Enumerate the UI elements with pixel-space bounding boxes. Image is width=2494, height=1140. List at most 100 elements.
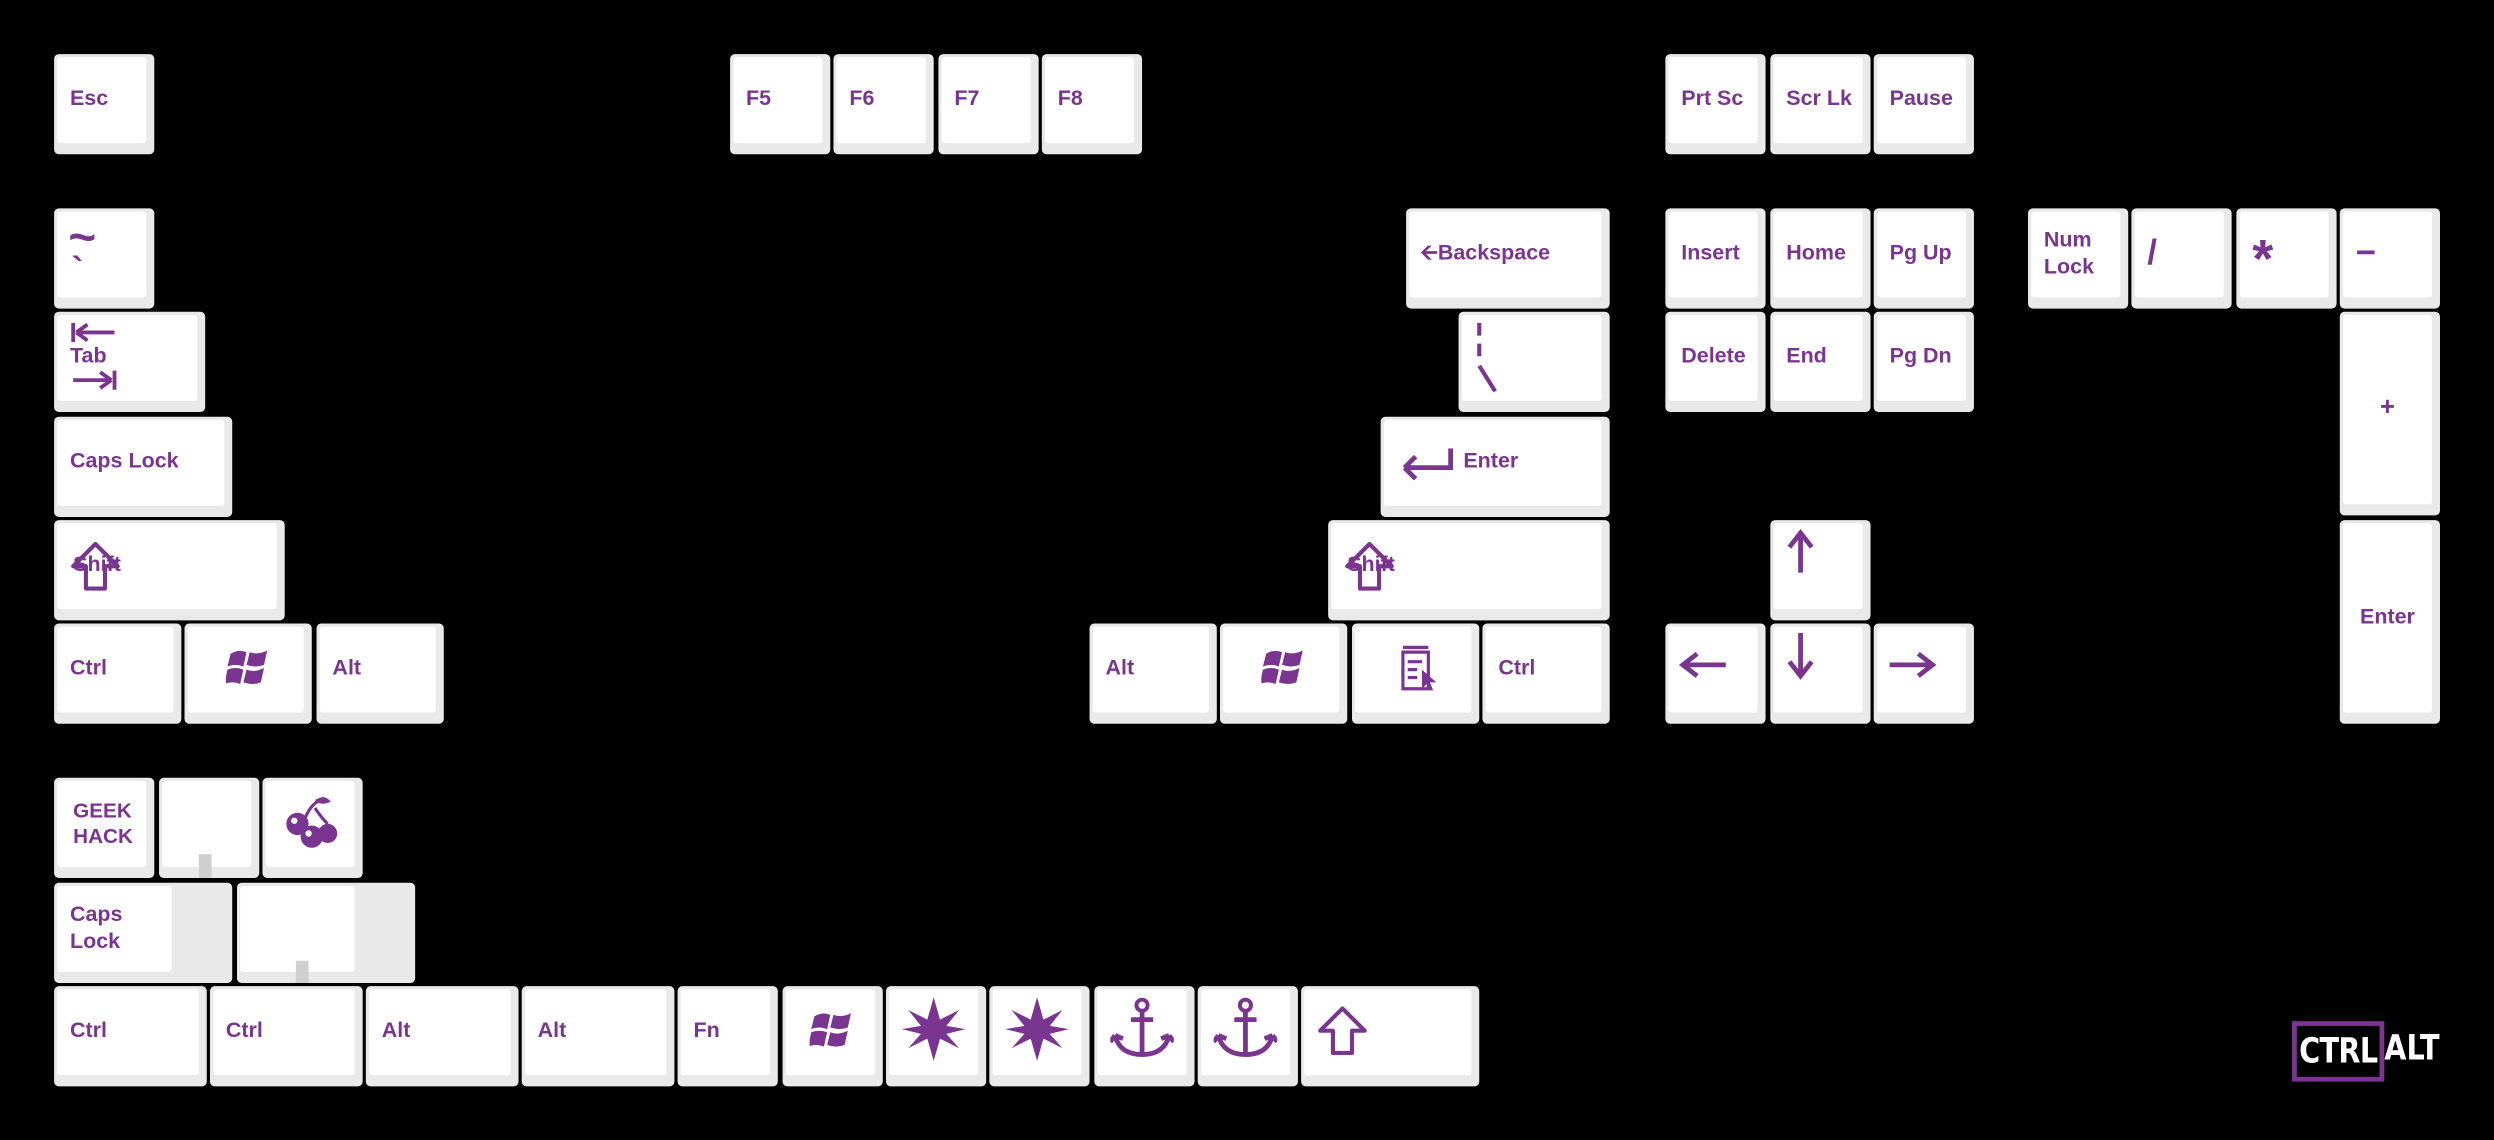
key-alt-left[interactable]: Alt <box>316 623 444 724</box>
key-win-right[interactable] <box>1219 623 1348 724</box>
key-num-slash-label: / <box>2147 232 2158 273</box>
key-win-left[interactable] <box>184 623 312 724</box>
arrow-up-icon <box>1787 528 1814 573</box>
key-mod-win[interactable] <box>782 986 883 1087</box>
key-tab[interactable]: Tab <box>54 311 206 412</box>
key-num-asterisk[interactable]: * <box>2236 208 2337 309</box>
key-num-plus[interactable]: + <box>2339 311 2440 516</box>
key-end[interactable]: End <box>1770 311 1871 412</box>
cherry-icon <box>286 796 338 848</box>
key-f6[interactable]: F6 <box>833 54 934 155</box>
keycap-stem <box>198 854 212 879</box>
key-mod-alt-2-label: Alt <box>537 1018 567 1043</box>
key-num-slash[interactable]: / <box>2131 208 2232 309</box>
key-tilde[interactable]: ~ ` <box>54 208 155 309</box>
key-f5-label: F5 <box>745 86 772 111</box>
windows-logo-icon <box>225 650 268 684</box>
compass-star-icon <box>1005 997 1069 1061</box>
key-mod-alt-1[interactable]: Alt <box>365 986 519 1087</box>
key-cherry[interactable] <box>262 777 363 879</box>
windows-logo-icon <box>1261 650 1303 684</box>
key-blank-stepped-wide[interactable] <box>236 882 416 983</box>
logo-ctrl-text: CTRL <box>2298 1031 2378 1072</box>
key-insert[interactable]: Insert <box>1665 208 1766 309</box>
key-num-plus-label: + <box>2380 395 2395 423</box>
key-num-minus-label: − <box>2355 232 2377 273</box>
key-arrow-down[interactable] <box>1770 623 1871 724</box>
key-ctrl-left-label: Ctrl <box>69 655 107 680</box>
key-pause[interactable]: Pause <box>1873 54 1974 155</box>
backspace-arrow-icon: 🡨 <box>1420 240 1438 265</box>
key-f8-label: F8 <box>1057 86 1083 111</box>
key-esc-label: Esc <box>69 86 109 111</box>
key-delete[interactable]: Delete <box>1665 311 1766 412</box>
key-mod-ctrl-1[interactable]: Ctrl <box>54 986 207 1087</box>
key-enter-label: Enter <box>1463 449 1519 474</box>
key-mod-shift[interactable] <box>1301 986 1480 1087</box>
key-mod-alt-1-label: Alt <box>381 1018 411 1043</box>
anchor-icon <box>1110 997 1174 1057</box>
key-backslash[interactable] <box>1458 311 1610 412</box>
key-numlock[interactable]: Num Lock <box>2028 208 2129 309</box>
key-caps-lock-stepped-label: Caps Lock <box>69 902 123 952</box>
key-tilde-top: ~ <box>68 211 97 265</box>
key-prtsc[interactable]: Prt Sc <box>1665 54 1766 155</box>
arrow-right-icon <box>1889 651 1937 678</box>
key-star-2[interactable] <box>989 986 1090 1087</box>
key-anchor-1[interactable] <box>1094 986 1195 1087</box>
shift-arrow-icon <box>1345 541 1394 590</box>
key-scrlk[interactable]: Scr Lk <box>1770 54 1871 155</box>
key-enter[interactable]: Enter <box>1380 416 1610 517</box>
key-shift-right[interactable]: Shift <box>1328 520 1610 621</box>
key-esc[interactable]: Esc <box>54 54 155 155</box>
key-geekhack[interactable]: GEEK HACK <box>54 777 155 879</box>
key-pgup-label: Pg Up <box>1889 240 1952 265</box>
key-shift-left[interactable]: Shift <box>54 520 285 621</box>
key-arrow-right[interactable] <box>1873 623 1974 724</box>
key-menu[interactable] <box>1352 623 1480 724</box>
key-mod-alt-2[interactable]: Alt <box>521 986 675 1087</box>
key-insert-label: Insert <box>1681 240 1740 265</box>
logo-alt-text: ALT <box>2384 1029 2440 1069</box>
key-f5[interactable]: F5 <box>730 54 831 155</box>
shift-arrow-icon <box>71 541 120 590</box>
key-home[interactable]: Home <box>1770 208 1871 309</box>
key-mod-ctrl-1-label: Ctrl <box>69 1018 107 1043</box>
key-scrlk-label: Scr Lk <box>1786 86 1852 111</box>
key-f7[interactable]: F7 <box>938 54 1039 155</box>
key-f8[interactable]: F8 <box>1041 54 1143 155</box>
key-prtsc-label: Prt Sc <box>1681 86 1744 111</box>
key-alt-right[interactable]: Alt <box>1089 623 1217 724</box>
key-arrow-left[interactable] <box>1665 623 1766 724</box>
enter-arrow-icon <box>1402 447 1454 480</box>
key-num-minus[interactable]: − <box>2339 208 2440 309</box>
windows-logo-icon <box>809 1013 851 1047</box>
key-fn-label: Fn <box>693 1018 720 1043</box>
key-numlock-label: Num Lock <box>2043 227 2095 278</box>
tab-right-arrow-icon <box>73 370 117 390</box>
key-num-enter-label: Enter <box>2360 604 2415 629</box>
pipe-backslash-icon <box>1477 322 1497 393</box>
key-anchor-2[interactable] <box>1197 986 1298 1087</box>
key-num-enter[interactable]: Enter <box>2339 520 2440 724</box>
key-ctrl-right[interactable]: Ctrl <box>1482 623 1610 724</box>
key-caps-lock[interactable]: Caps Lock <box>54 416 233 517</box>
key-pgdn[interactable]: Pg Dn <box>1873 311 1974 412</box>
tab-left-arrow-icon <box>71 322 115 342</box>
compass-star-icon <box>901 997 966 1061</box>
key-blank-stepped[interactable] <box>159 777 260 879</box>
key-mod-ctrl-2[interactable]: Ctrl <box>209 986 363 1087</box>
key-star-1[interactable] <box>885 986 987 1087</box>
key-ctrl-left[interactable]: Ctrl <box>54 623 182 724</box>
key-fn[interactable]: Fn <box>677 986 778 1087</box>
key-backspace[interactable]: 🡨Backspace <box>1406 208 1610 309</box>
key-home-label: Home <box>1786 240 1846 265</box>
key-pgup[interactable]: Pg Up <box>1873 208 1974 309</box>
key-tilde-bottom: ` <box>71 249 84 290</box>
arrow-down-icon <box>1787 633 1814 680</box>
key-arrow-up[interactable] <box>1770 520 1871 621</box>
shift-arrow-icon <box>1318 1006 1367 1056</box>
key-ctrl-right-label: Ctrl <box>1498 655 1536 680</box>
key-caps-lock-stepped[interactable]: Caps Lock <box>54 882 233 983</box>
